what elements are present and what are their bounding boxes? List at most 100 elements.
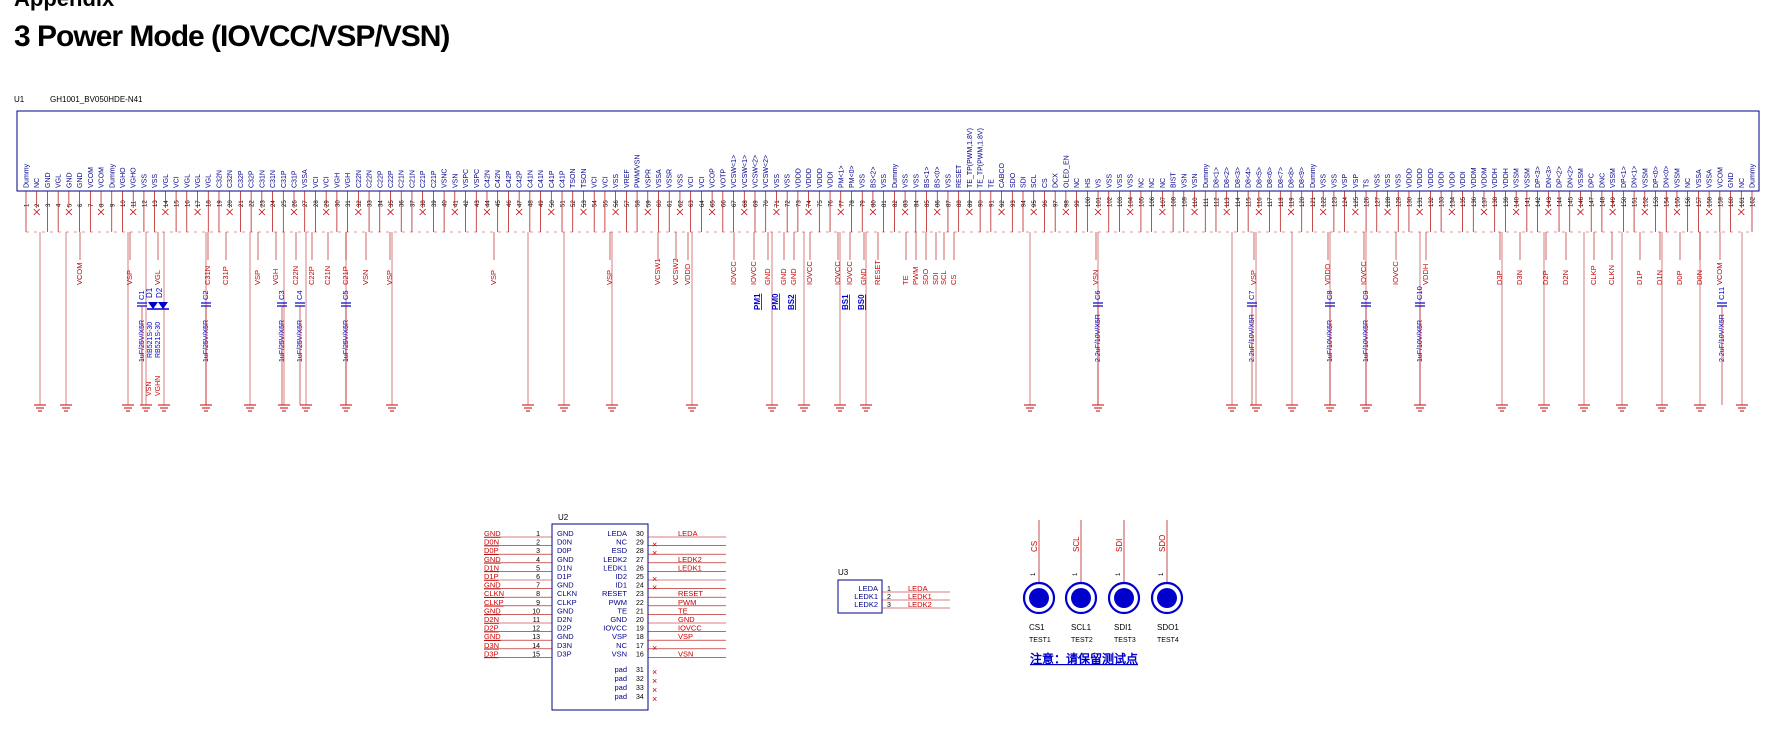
u2-left-pin-name: GND bbox=[557, 632, 574, 641]
u1-pin-number: 107 bbox=[1161, 196, 1167, 207]
u1-pin-name: VGL bbox=[56, 174, 63, 188]
cap-ref: C8 bbox=[1325, 290, 1334, 300]
u1-pin-number: 122 bbox=[1322, 196, 1328, 207]
u1-pin-name: VGL bbox=[195, 174, 202, 188]
u1-pin-number: 94 bbox=[1022, 200, 1028, 207]
u1-pin-name: D8<6> bbox=[1267, 167, 1274, 188]
test-point-net: SDI bbox=[1115, 539, 1124, 552]
net-label: C21P bbox=[341, 266, 350, 285]
u1-pin-name: VCOM bbox=[99, 167, 106, 188]
u2-right-pin-number: 19 bbox=[636, 626, 644, 633]
net-label: CLKP bbox=[1589, 265, 1598, 285]
no-connect-mark bbox=[483, 208, 491, 216]
no-connect-mark bbox=[1545, 208, 1552, 216]
u1-pin-number: 7 bbox=[89, 203, 95, 207]
u1-pin-name: VSS bbox=[903, 174, 910, 188]
u1-pin-number: 156 bbox=[1686, 196, 1692, 207]
u2-left-pin-name: D3N bbox=[557, 641, 572, 650]
u1-pin-name: VDDH bbox=[1503, 168, 1510, 188]
cap-ref: C3 bbox=[277, 290, 286, 300]
u1-pin-number: 119 bbox=[1290, 197, 1296, 207]
u1-pin-number: 78 bbox=[850, 200, 856, 207]
u1-pin-number: 57 bbox=[625, 200, 631, 207]
u1-pin-name: VSN bbox=[1192, 174, 1199, 188]
u1-pin-name: NC bbox=[1149, 178, 1156, 188]
diode-d2-symbol bbox=[158, 302, 168, 309]
net-label: VGL bbox=[153, 270, 162, 285]
cap-ref: C9 bbox=[1361, 290, 1370, 300]
u1-pin-number: 9 bbox=[110, 203, 116, 207]
u1-pin-name: VSSR bbox=[667, 169, 674, 188]
u1-pin-number: 137 bbox=[1482, 196, 1488, 207]
cap-ref: C1 bbox=[137, 290, 146, 300]
u3-net: LEDK2 bbox=[908, 600, 932, 609]
u1-pin-number: 39 bbox=[432, 200, 438, 207]
net-label: GND bbox=[779, 268, 788, 285]
net-label: C31N bbox=[203, 266, 212, 285]
u1-pin-name: RESET bbox=[956, 164, 963, 188]
page-title: 3 Power Mode (IOVCC/VSP/VSN) bbox=[14, 20, 450, 53]
u2-right-net: LEDA bbox=[678, 529, 698, 538]
u2-left-pin-number: 11 bbox=[533, 617, 540, 624]
u1-pin-number: 11 bbox=[132, 200, 138, 207]
u1-pin-name: VDDD bbox=[1428, 168, 1435, 188]
u1-pin-name: VCI bbox=[592, 176, 599, 188]
net-label: VCOM bbox=[75, 263, 84, 286]
ground-symbols bbox=[34, 232, 1748, 412]
u2-right-pin-name: IOVCC bbox=[603, 624, 627, 633]
u2-right-pin-name: LEDA bbox=[607, 529, 627, 538]
u2-left-net: D3P bbox=[484, 649, 499, 658]
u1-pin-name: VDDD bbox=[806, 168, 813, 188]
net-label: GND bbox=[789, 268, 798, 285]
u2-left-pin-number: 2 bbox=[536, 540, 540, 547]
u2-body bbox=[551, 523, 649, 711]
u1-pin-number: 12 bbox=[142, 200, 148, 207]
u1-pin-number: 146 bbox=[1579, 196, 1585, 207]
u1-pin-number: 145 bbox=[1568, 196, 1574, 207]
u1-pin-number: 4 bbox=[57, 203, 63, 207]
u2-right-net: VSP bbox=[678, 632, 693, 641]
u1-pin-number: 31 bbox=[346, 200, 352, 207]
u1-pin-number: 24 bbox=[271, 200, 277, 207]
diode-d1-ref: D1 bbox=[145, 287, 154, 298]
u1-pin-number: 138 bbox=[1493, 196, 1499, 207]
net-label: IOVCC bbox=[1391, 261, 1400, 285]
u1-pin-name: VSP bbox=[1353, 174, 1360, 188]
no-connect-mark bbox=[1609, 208, 1616, 216]
u1-pin-number: 149 bbox=[1611, 196, 1617, 207]
u2-right-pin-name: NC bbox=[616, 538, 627, 547]
u2-right-net: LEDK1 bbox=[678, 563, 702, 572]
no-connect-mark bbox=[869, 208, 877, 216]
u1-pin-number: 21 bbox=[239, 200, 245, 207]
no-connect-mark: × bbox=[652, 643, 657, 653]
u1-pin-name: C41N bbox=[538, 170, 545, 188]
u1-pin-name: VDDD bbox=[1417, 168, 1424, 188]
u2-left-pin-name: D2P bbox=[557, 624, 572, 633]
u1-pin-number: 1 bbox=[25, 203, 31, 207]
no-connect-mark bbox=[322, 208, 330, 216]
no-connect-mark bbox=[580, 208, 587, 216]
u1-pin-name: CS bbox=[1042, 178, 1049, 188]
u1-pin-number: 53 bbox=[582, 200, 588, 207]
cap-ref: C10 bbox=[1415, 286, 1424, 300]
u1-pin-name: VCOP bbox=[710, 168, 717, 188]
test-point-name: TEST4 bbox=[1157, 637, 1179, 644]
u1-pin-number: 159 bbox=[1718, 196, 1724, 207]
u1-pin-name: VSPC bbox=[463, 169, 470, 188]
net-label: IOVCC bbox=[845, 261, 854, 285]
u1-pin-name: C32P bbox=[249, 170, 256, 188]
net-label: VCSW1 bbox=[653, 258, 662, 285]
u2-right-pin-name: ID2 bbox=[615, 572, 627, 581]
u1-pin-number: 41 bbox=[453, 200, 459, 207]
u1-pin-name: C21P bbox=[420, 170, 427, 188]
u1-pin-number: 89 bbox=[968, 200, 974, 207]
test-point-name: TEST2 bbox=[1071, 637, 1093, 644]
u1-pin-number: 29 bbox=[325, 200, 331, 207]
u1-pin-number: 27 bbox=[303, 200, 309, 207]
u1-pin-name: C32N bbox=[216, 170, 223, 188]
net-label: IOVCC bbox=[833, 261, 842, 285]
u1-pin-name: VCI bbox=[324, 176, 331, 188]
u3-pin-name: LEDA bbox=[858, 584, 878, 593]
no-connect-mark: × bbox=[652, 548, 657, 558]
u1-pin-name: BS<2> bbox=[870, 167, 877, 188]
